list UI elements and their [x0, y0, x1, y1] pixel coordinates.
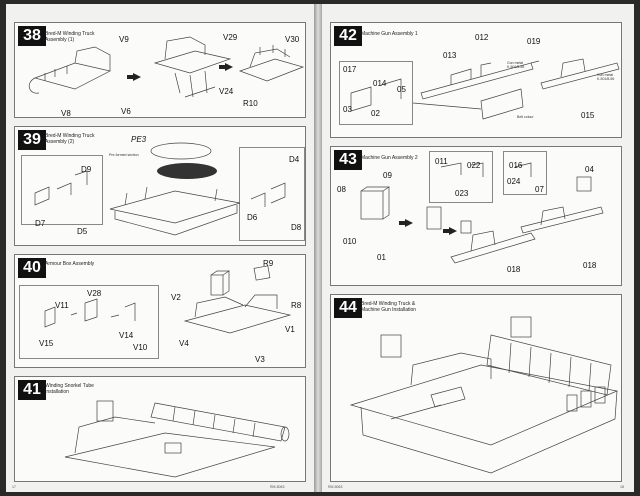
label-022: 022 [467, 161, 481, 170]
step-39-detail-left [21, 155, 103, 225]
step-41-panel: 41 Winding Snorkel Tube Installation [14, 376, 306, 482]
step-38-drawing [28, 36, 305, 98]
pe3-part [157, 163, 217, 179]
label-017: 017 [343, 65, 357, 74]
gun-metal-note-2: Gun metal K-501/8-56 [597, 73, 615, 81]
label-pe3: PE3 [131, 135, 147, 144]
step-39-panel: 39 Bred-M Winding Truck Assembly (2) PE3… [14, 126, 306, 246]
label-v6: V6 [121, 107, 131, 116]
label-v15: V15 [39, 339, 54, 348]
left-code: RM-5063 [270, 485, 285, 489]
step-39-detail-right [239, 147, 305, 241]
step-38-panel: 38 Bred-M Winding Truck Assembly (1) V9 … [14, 22, 306, 118]
label-r8: R8 [291, 301, 302, 310]
right-page-number: 18 [620, 485, 624, 489]
gun-metal-note-1: Gun metal K-501/8-56 [507, 61, 525, 69]
step-44-title: Bred-M Winding Truck & Machine Gun Insta… [361, 301, 417, 313]
left-page-number: 17 [12, 485, 16, 489]
label-018-a: 018 [507, 265, 521, 274]
step-43-panel: 43 Machine Gun Assembly 2 011 022 016 04… [330, 146, 622, 286]
step-38-title: Bred-M Winding Truck Assembly (1) [45, 31, 95, 43]
label-v24: V24 [219, 87, 234, 96]
label-v8: V8 [61, 109, 71, 118]
step-39-drawing [34, 142, 286, 236]
label-v9: V9 [119, 35, 129, 44]
label-d7: D7 [35, 219, 46, 228]
label-v3: V3 [255, 355, 265, 364]
label-013: 013 [443, 51, 457, 60]
step-43-drawing [360, 162, 604, 264]
label-09: 09 [383, 171, 392, 180]
step-38-number: 38 [18, 26, 46, 46]
label-016: 016 [509, 161, 523, 170]
label-r10: R10 [243, 99, 258, 108]
label-014: 014 [373, 79, 387, 88]
label-01: 01 [377, 253, 386, 262]
step-42-drawing [350, 58, 620, 120]
step-43-title: Machine Gun Assembly 2 [361, 155, 418, 161]
label-011: 011 [435, 157, 448, 166]
label-v4: V4 [179, 339, 189, 348]
step-41-drawing [64, 400, 290, 478]
step-42-panel: 42 Machine Gun Assembly 1 012 019 013 01… [330, 22, 622, 138]
step-40-panel: 40 Armour Box Assembly R9 V28 V11 V2 R8 … [14, 254, 306, 368]
step-38-arrow-1 [127, 73, 141, 81]
label-v29: V29 [223, 33, 238, 42]
label-05: 05 [397, 85, 406, 94]
label-v10: V10 [133, 343, 148, 352]
step-40-number: 40 [18, 258, 46, 278]
label-v28: V28 [87, 289, 102, 298]
step-41-title: Winding Snorkel Tube Installation [45, 383, 94, 395]
step-43-detail-a [429, 151, 493, 203]
step-42-detail [339, 61, 413, 125]
label-v2: V2 [171, 293, 181, 302]
label-015: 015 [581, 111, 595, 120]
step-44-number: 44 [334, 298, 362, 318]
label-023: 023 [455, 189, 469, 198]
label-d4: D4 [289, 155, 300, 164]
label-d9: D9 [81, 165, 92, 174]
label-019: 019 [527, 37, 541, 46]
label-018-b: 018 [583, 261, 597, 270]
label-024: 024 [507, 177, 521, 186]
right-page: 42 Machine Gun Assembly 1 012 019 013 01… [322, 4, 634, 492]
label-v1: V1 [285, 325, 295, 334]
label-d6: D6 [247, 213, 258, 222]
label-07: 07 [535, 185, 544, 194]
label-012: 012 [475, 33, 489, 42]
step-40-title: Armour Box Assembly [45, 261, 95, 267]
left-page: 38 Bred-M Winding Truck Assembly (1) V9 … [6, 4, 314, 492]
step-43-arrow-1 [399, 219, 413, 227]
step-42-number: 42 [334, 26, 362, 46]
label-03: 03 [343, 105, 352, 114]
label-r9: R9 [263, 259, 274, 268]
label-v14: V14 [119, 331, 134, 340]
step-44-drawing [349, 316, 619, 474]
step-43-arrow-2 [443, 227, 457, 235]
step-41-number: 41 [18, 380, 46, 400]
step-38-arrow-2 [219, 63, 233, 71]
label-010: 010 [343, 237, 357, 246]
label-04: 04 [585, 165, 594, 174]
label-d5: D5 [77, 227, 88, 236]
step-44-panel: 44 Bred-M Winding Truck & Machine Gun In… [330, 294, 622, 482]
step-43-detail-b [503, 151, 547, 195]
label-d8: D8 [291, 223, 302, 232]
label-02: 02 [371, 109, 380, 118]
step-39-number: 39 [18, 130, 46, 150]
step-43-number: 43 [334, 150, 362, 170]
label-v30: V30 [285, 35, 300, 44]
book-gutter [314, 4, 322, 492]
step-42-title: Machine Gun Assembly 1 [361, 31, 418, 37]
step-40-drawing [44, 265, 292, 334]
belt-colour-note: Belt colour [517, 115, 534, 119]
label-v11: V11 [55, 301, 69, 310]
step-40-detail [19, 285, 159, 359]
label-08: 08 [337, 185, 346, 194]
right-code: RM-5063 [328, 485, 343, 489]
pe3-note: Pre-formed section [109, 153, 139, 157]
step-39-title: Bred-M Winding Truck Assembly (2) [45, 133, 95, 145]
